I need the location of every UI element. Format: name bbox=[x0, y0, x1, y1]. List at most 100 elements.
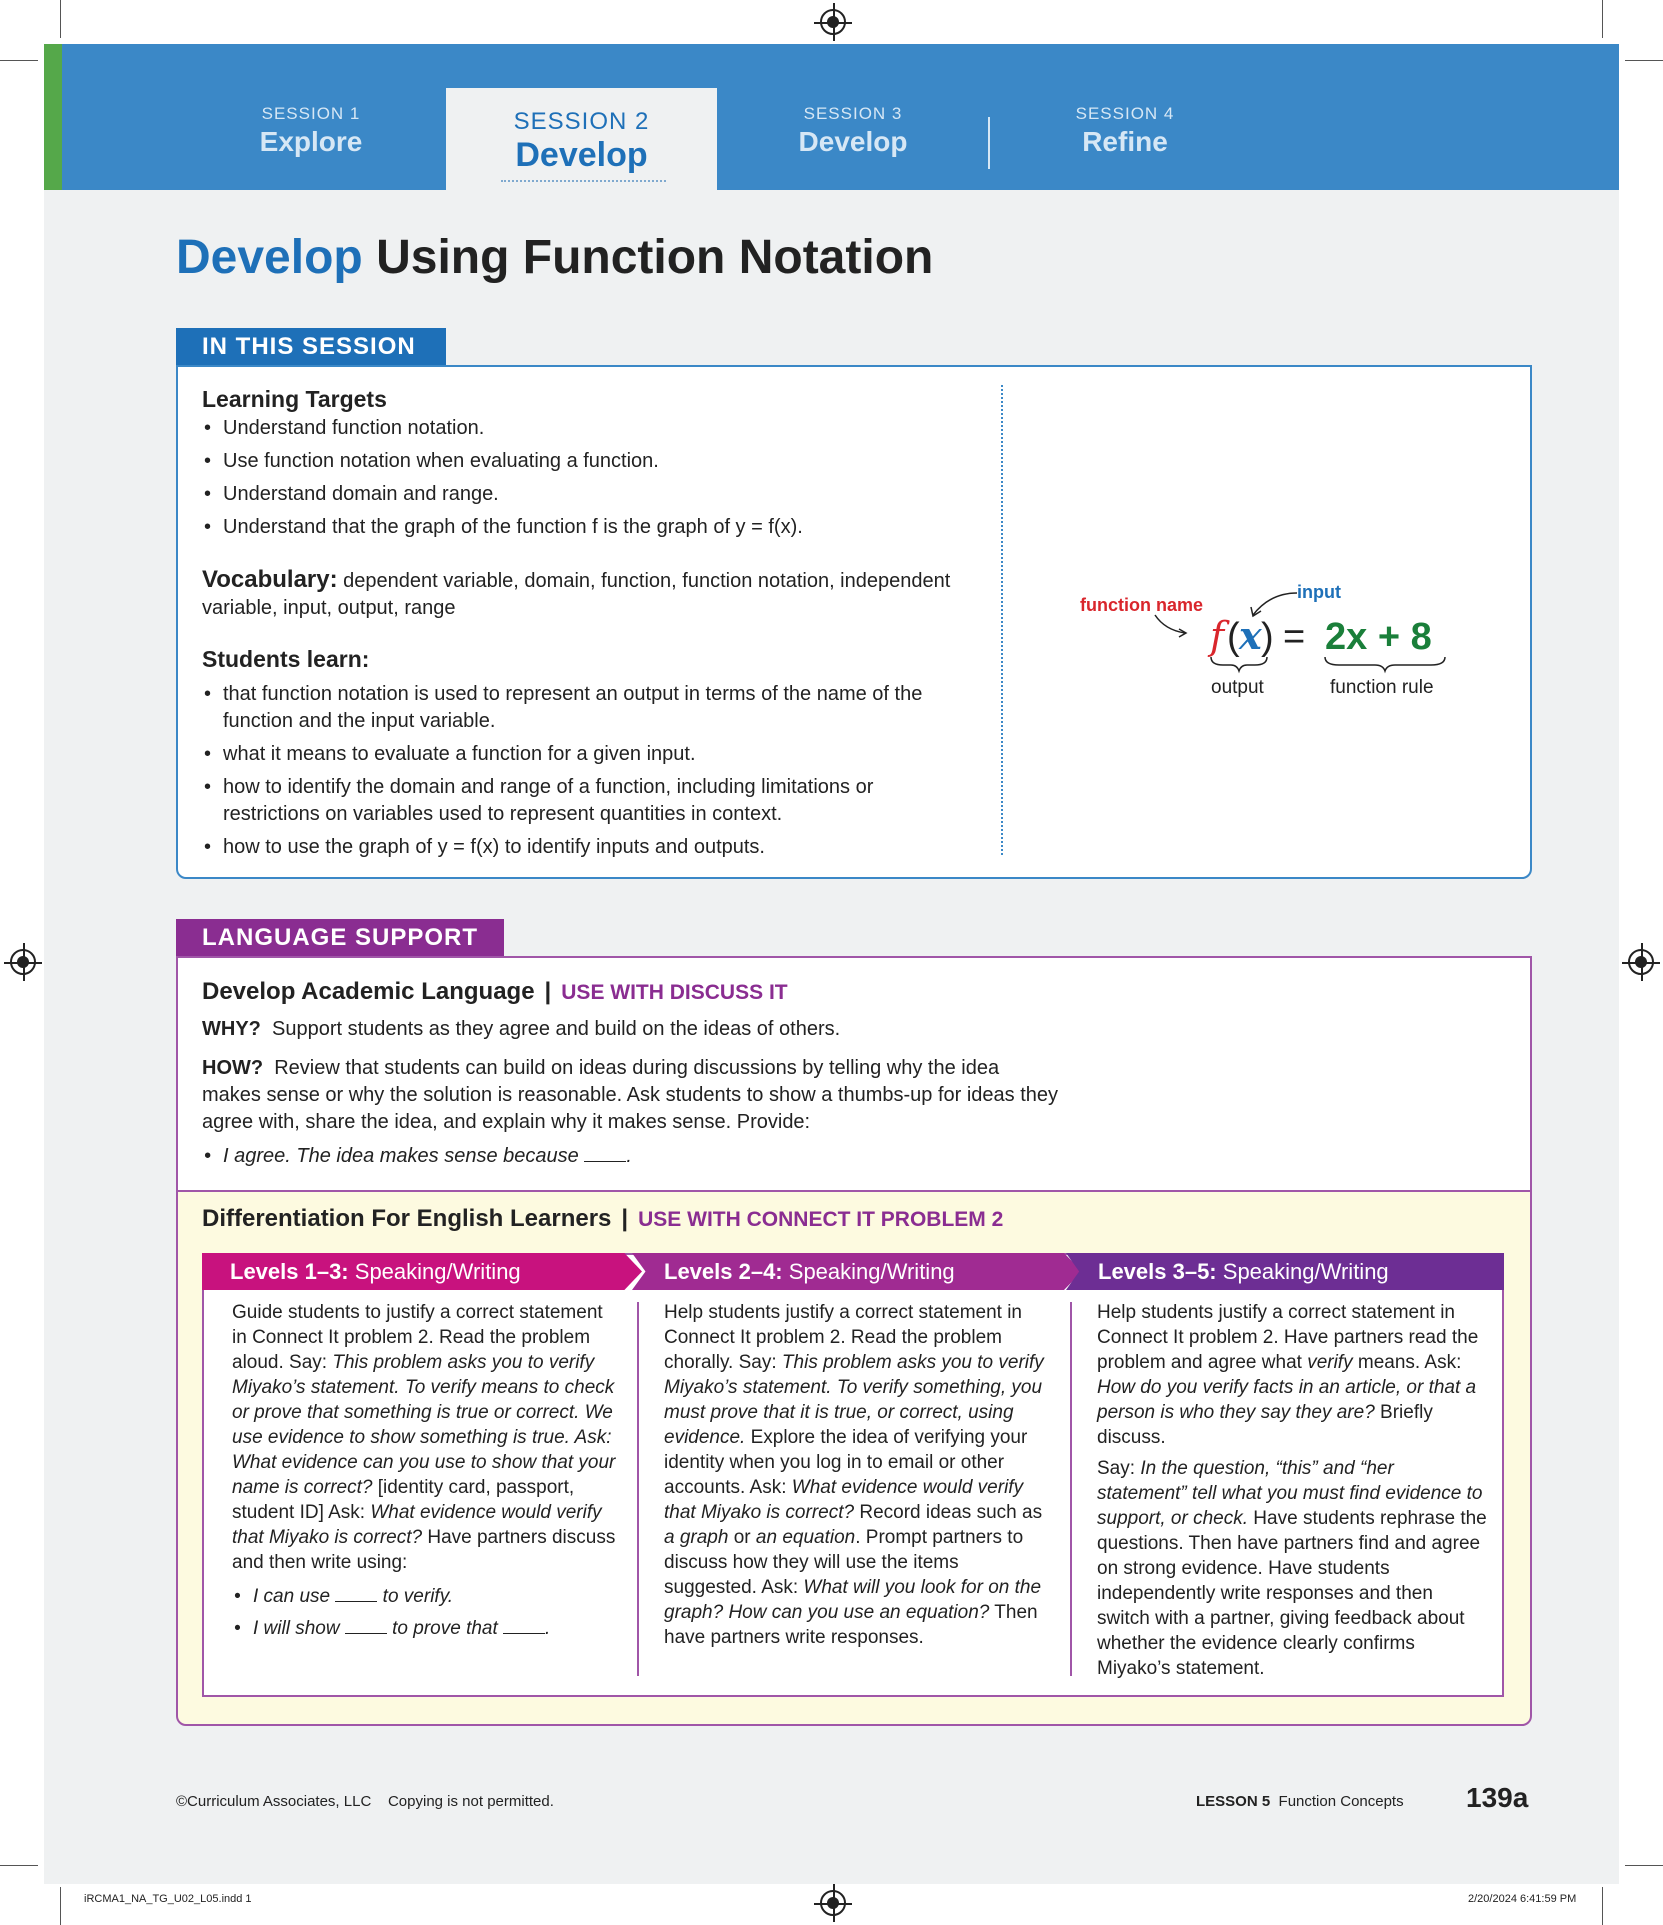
brace-icon bbox=[1210, 656, 1268, 674]
paren-open: ( bbox=[1227, 616, 1240, 658]
text-run: What evidence would verify that Miyako i… bbox=[232, 1502, 602, 1548]
level-range: Levels 1–3: bbox=[230, 1259, 349, 1284]
level-3-5-column: Help students justify a correct statemen… bbox=[1097, 1300, 1487, 1687]
text-run: [identity card, passport, student ID] As… bbox=[232, 1477, 575, 1523]
crop-mark bbox=[60, 1887, 61, 1925]
rule-label: function rule bbox=[1330, 677, 1434, 698]
blank-line bbox=[503, 1620, 546, 1634]
text-run: In the question, “this” and “her stateme… bbox=[1097, 1458, 1483, 1529]
separator: | bbox=[544, 978, 552, 1005]
slug-filename: iRCMA1_NA_TG_U02_L05.indd 1 bbox=[84, 1893, 252, 1905]
session-nav-band bbox=[62, 44, 1619, 190]
arrow-icon bbox=[1154, 614, 1186, 634]
level-range: Levels 2–4: bbox=[664, 1259, 783, 1284]
registration-mark-icon bbox=[814, 1884, 852, 1922]
text-run: Record ideas such as bbox=[854, 1502, 1043, 1523]
column-divider bbox=[1070, 1302, 1072, 1676]
develop-academic-language-heading: Develop Academic Language|USE WITH DISCU… bbox=[202, 978, 788, 1006]
dfel-use-with: USE WITH CONNECT IT PROBLEM 2 bbox=[638, 1208, 1004, 1231]
lesson-name: Function Concepts bbox=[1278, 1793, 1404, 1810]
tab-session-3[interactable]: SESSION 3 Develop bbox=[738, 104, 968, 158]
text-run: or bbox=[728, 1527, 756, 1548]
function-rule: 2x + 8 bbox=[1325, 616, 1432, 658]
tab-underline bbox=[501, 180, 666, 182]
students-learn-heading: Students learn: bbox=[202, 646, 370, 672]
text-run: Help students justify a correct statemen… bbox=[1097, 1302, 1479, 1373]
registration-mark-icon bbox=[814, 3, 852, 41]
text-run: I can use bbox=[253, 1586, 331, 1607]
page-number: 139a bbox=[1466, 1782, 1529, 1813]
title-highlight: Develop bbox=[176, 231, 363, 284]
arrowhead-icon bbox=[1250, 606, 1262, 618]
crop-mark bbox=[0, 1865, 38, 1866]
list-item: I agree. The idea makes sense because . bbox=[202, 1143, 1062, 1170]
text-run: Guide students to justify a correct stat… bbox=[232, 1302, 603, 1373]
column-divider bbox=[637, 1302, 639, 1676]
in-this-session-tab: IN THIS SESSION bbox=[176, 328, 446, 365]
tab-label: SESSION 4 bbox=[1075, 104, 1175, 123]
blank-line bbox=[335, 1588, 378, 1602]
registration-mark-icon bbox=[1622, 943, 1660, 981]
list-item: I will show to prove that . bbox=[232, 1613, 622, 1645]
column-paragraph: Say: In the question, “this” and “her st… bbox=[1097, 1456, 1487, 1681]
level-2-4-column: Help students justify a correct statemen… bbox=[664, 1300, 1044, 1656]
text-run: to verify. bbox=[382, 1586, 454, 1607]
list-item: how to identify the domain and range of … bbox=[202, 774, 962, 828]
function-notation-diagram: function name input f ( x ) = 2x + 8 out… bbox=[1080, 582, 1446, 698]
level-range: Levels 3–5: bbox=[1098, 1259, 1217, 1284]
why-body: Support students as they agree and build… bbox=[272, 1018, 841, 1040]
students-learn: Students learn: that function notation i… bbox=[202, 646, 962, 861]
tab-session-4[interactable]: SESSION 4 Refine bbox=[1010, 104, 1240, 158]
text-run: Briefly discuss. bbox=[1097, 1402, 1433, 1448]
copying-text: Copying is not permitted. bbox=[387, 1793, 554, 1810]
how-body: Review that students can build on ideas … bbox=[202, 1057, 1059, 1133]
dfel-title: Differentiation For English Learners bbox=[202, 1205, 612, 1232]
list-item: how to use the graph of y = f(x) to iden… bbox=[202, 834, 962, 861]
sentence-frame-text: I agree. The idea makes sense because bbox=[223, 1145, 579, 1167]
vocabulary: Vocabulary: dependent variable, domain, … bbox=[202, 566, 982, 622]
slug-date: 2/20/2024 6:41:59 PM bbox=[1468, 1893, 1577, 1905]
sentence-frame-end: . bbox=[626, 1145, 632, 1167]
text-run: What evidence would verify that Miyako i… bbox=[664, 1477, 1024, 1523]
tab-session-2-active[interactable]: SESSION 2 Develop bbox=[446, 88, 717, 190]
arrowhead-icon bbox=[1178, 628, 1188, 638]
column-paragraph: Help students justify a correct statemen… bbox=[664, 1300, 1044, 1650]
list-item: Understand function notation. bbox=[202, 415, 962, 442]
blank-line bbox=[344, 1620, 387, 1634]
text-run: . Prompt partners to discuss how they wi… bbox=[664, 1527, 1024, 1598]
crop-mark bbox=[60, 0, 61, 38]
crop-mark bbox=[1602, 1887, 1603, 1925]
text-run: This problem asks you to verify Miyako’s… bbox=[664, 1352, 1044, 1448]
crop-mark bbox=[1625, 60, 1663, 61]
text-run: What will you look for on the graph? How… bbox=[664, 1577, 1042, 1623]
list-item: Understand that the graph of the functio… bbox=[202, 514, 962, 541]
column-divider bbox=[1001, 385, 1003, 855]
list-item: Understand domain and range. bbox=[202, 481, 962, 508]
why-text: WHY? Support students as they agree and … bbox=[202, 1016, 1062, 1043]
text-run: Say: bbox=[1097, 1458, 1141, 1479]
tab-label: SESSION 2 bbox=[513, 108, 650, 135]
lesson-label: LESSON 5 bbox=[1196, 1793, 1271, 1810]
unit-color-strip bbox=[44, 44, 62, 190]
paren-close: ) bbox=[1261, 616, 1274, 658]
text-run: a graph bbox=[664, 1527, 729, 1548]
text-run: verify bbox=[1307, 1352, 1353, 1373]
blank-line bbox=[584, 1148, 627, 1162]
learning-targets-heading: Learning Targets bbox=[202, 386, 387, 412]
text-run: Help students justify a correct statemen… bbox=[664, 1302, 1022, 1373]
tab-name: Develop bbox=[798, 126, 908, 157]
level-2-4-header: Levels 2–4: Speaking/Writing bbox=[632, 1253, 1082, 1290]
title-rest: Using Function Notation bbox=[376, 231, 934, 284]
list-item: what it means to evaluate a function for… bbox=[202, 741, 962, 768]
text-run: This problem asks you to verify Miyako’s… bbox=[232, 1352, 616, 1498]
list-item: I can use to verify. bbox=[232, 1581, 622, 1613]
text-run: Then have partners write responses. bbox=[664, 1602, 1038, 1648]
text-run: Have students rephrase the questions. Th… bbox=[1097, 1508, 1487, 1679]
learning-targets-list: Understand function notation. Use functi… bbox=[202, 415, 962, 541]
text-run: How do you verify facts in an article, o… bbox=[1097, 1377, 1477, 1423]
how-label: HOW? bbox=[202, 1057, 264, 1079]
students-learn-list: that function notation is used to repres… bbox=[202, 681, 962, 861]
tab-session-1[interactable]: SESSION 1 Explore bbox=[196, 104, 426, 158]
level-1-3-column: Guide students to justify a correct stat… bbox=[232, 1300, 622, 1645]
tab-label: SESSION 3 bbox=[803, 104, 903, 123]
